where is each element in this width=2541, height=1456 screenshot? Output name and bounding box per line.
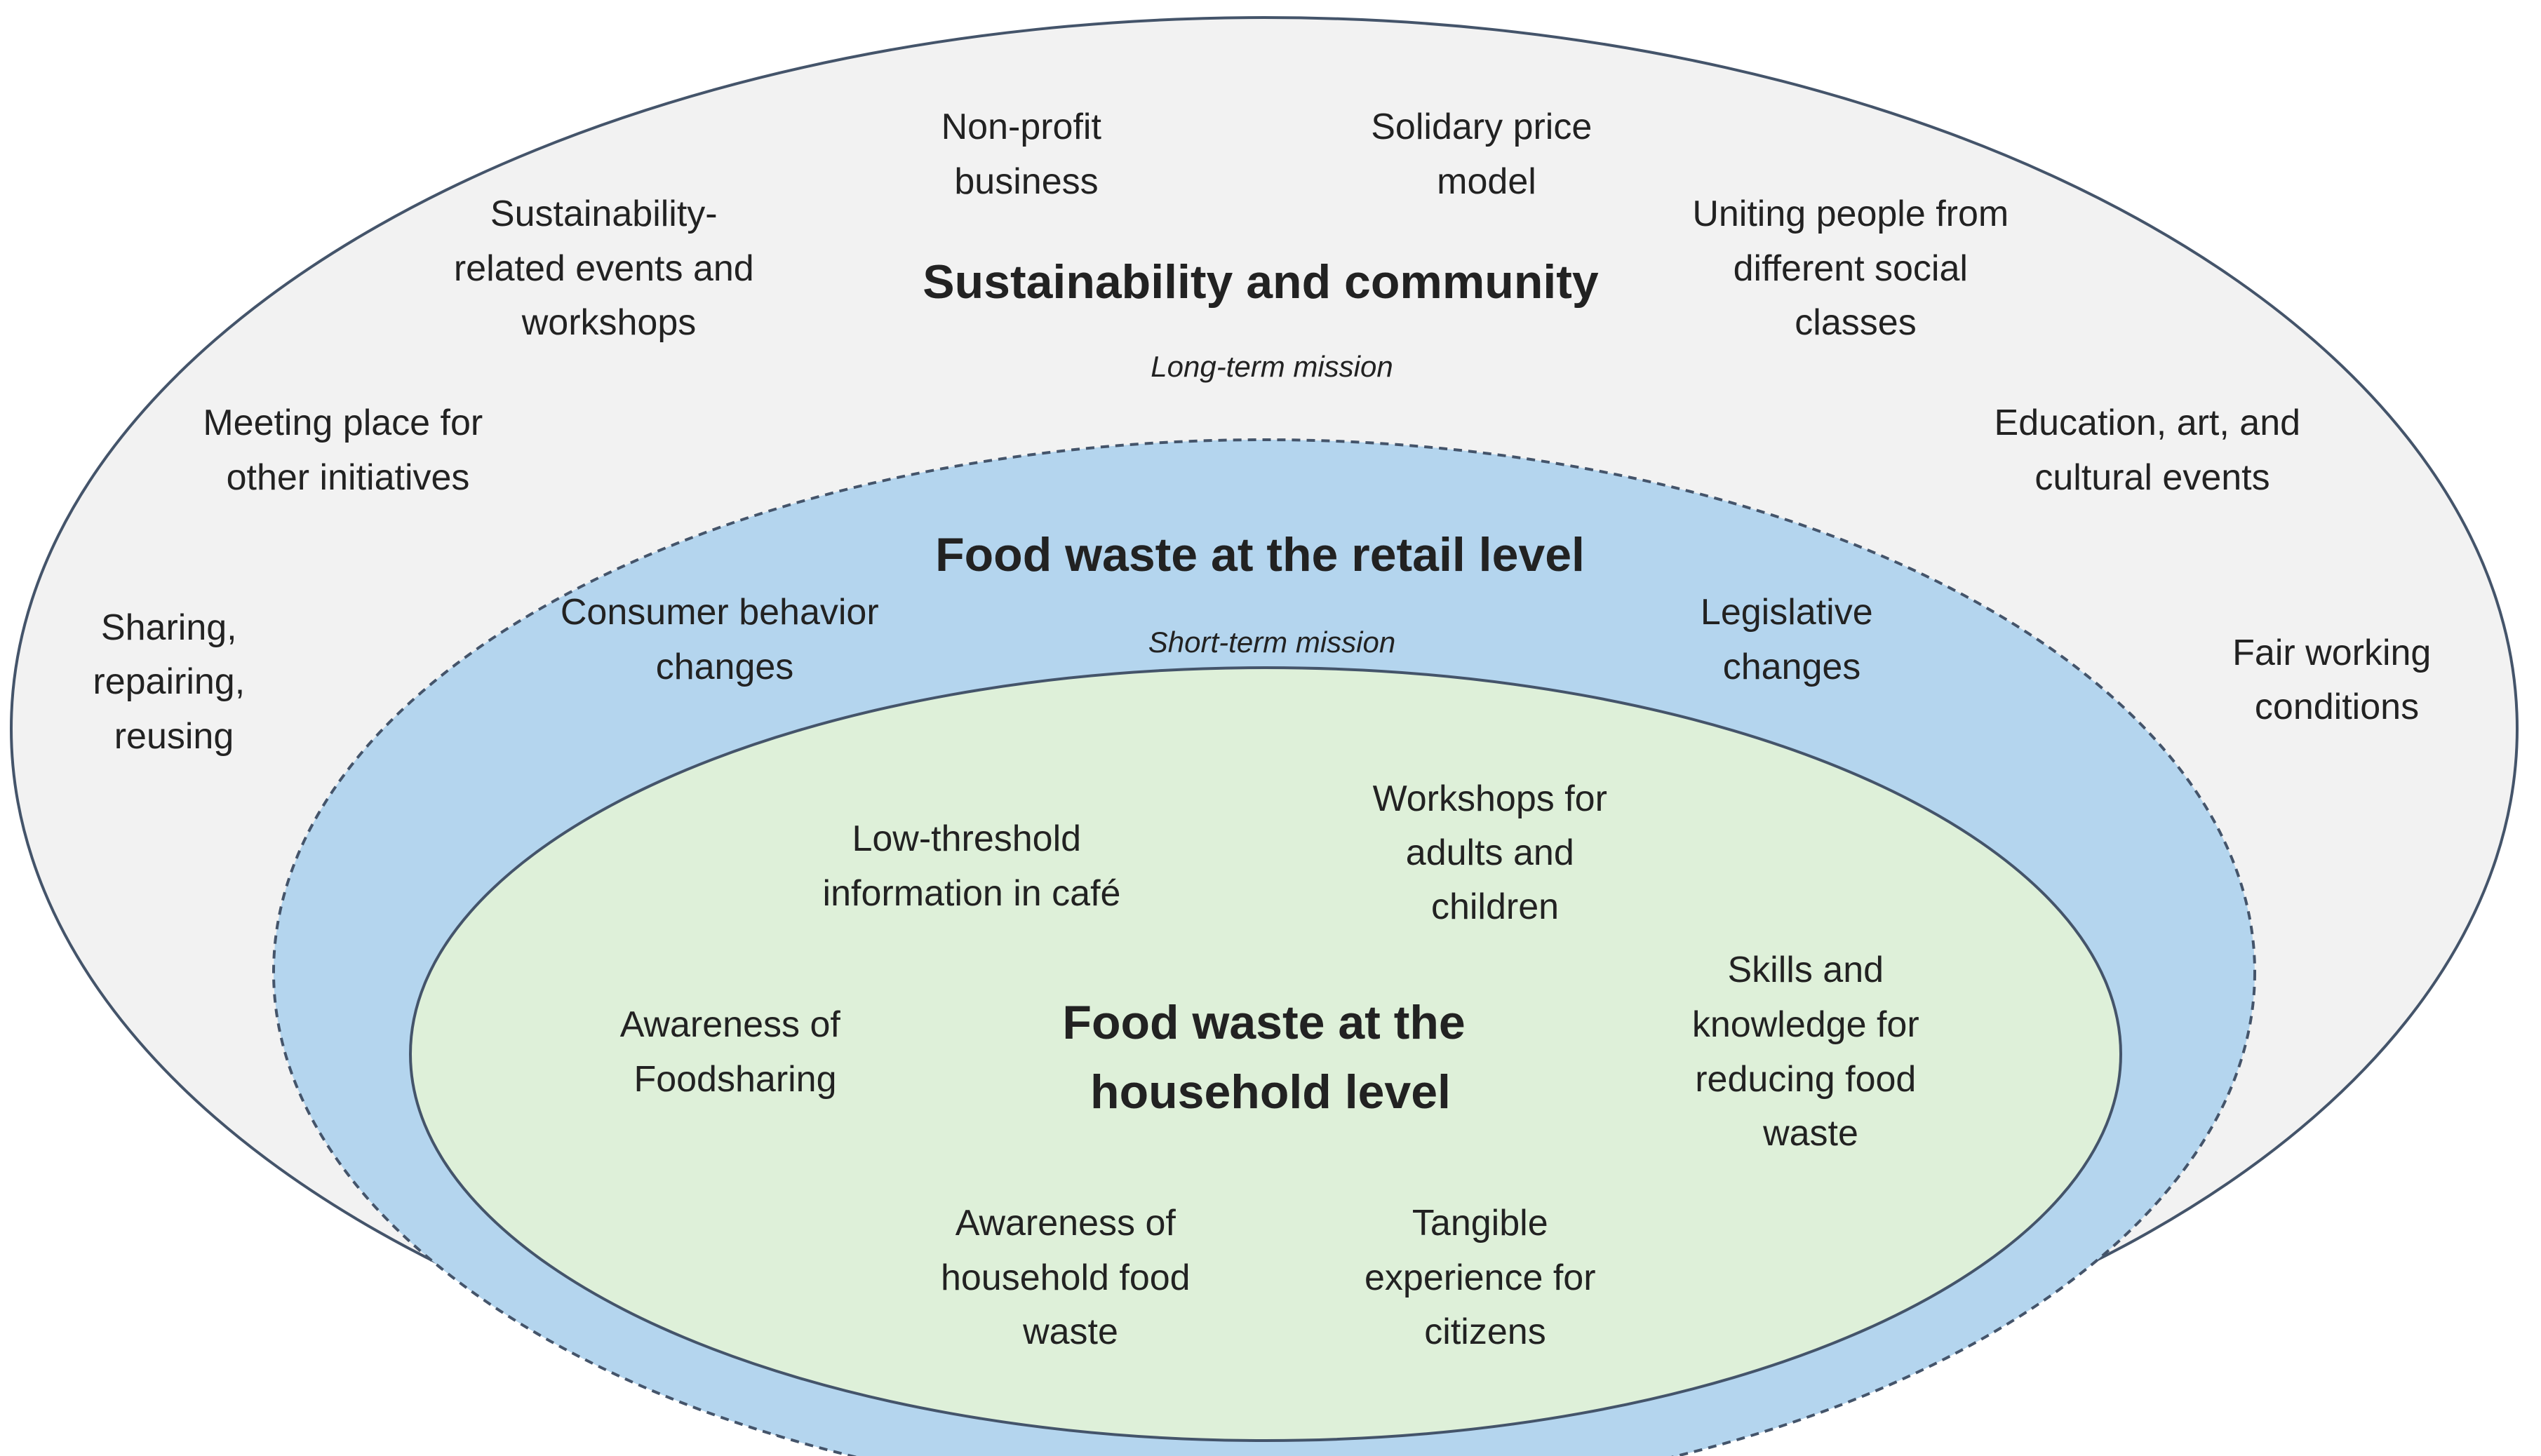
item-skills-knowledge: Skills and knowledge for reducing food w… — [1692, 950, 1929, 1154]
item-meeting-place: Meeting place for other initiatives — [203, 403, 492, 498]
item-legislative: Legislative changes — [1701, 592, 1883, 687]
inner-title: Food waste at the household level — [1062, 996, 1478, 1119]
long-term-mission-label: Long-term mission — [1151, 350, 1393, 383]
item-solidary-price: Solidary price model — [1371, 107, 1602, 202]
item-sharing-repairing: Sharing, repairing, reusing — [93, 607, 255, 757]
item-awareness-household: Awareness of household food waste — [941, 1203, 1200, 1352]
item-consumer-behavior: Consumer behavior changes — [561, 592, 889, 687]
item-workshops-adults: Workshops for adults and children — [1373, 778, 1618, 927]
item-fair-working: Fair working conditions — [2232, 633, 2441, 727]
item-non-profit: Non-profit business — [941, 107, 1112, 202]
inner-title-line-1: Food waste at the — [1062, 996, 1465, 1049]
inner-title-line-2: household level — [1090, 1065, 1451, 1119]
item-education-art: Education, art, and cultural events — [1994, 403, 2311, 498]
item-awareness-foodsharing: Awareness of Foodsharing — [620, 1004, 851, 1100]
outer-title: Sustainability and community — [923, 255, 1599, 309]
inner-ellipse-household — [409, 666, 2122, 1442]
item-sustainability-events: Sustainability- related events and works… — [454, 194, 764, 343]
item-tangible-experience: Tangible experience for citizens — [1365, 1203, 1606, 1352]
item-low-threshold: Low-threshold information in café — [823, 818, 1121, 914]
short-term-mission-label: Short-term mission — [1148, 626, 1395, 659]
item-uniting-people: Uniting people from different social cla… — [1692, 194, 2018, 343]
middle-title: Food waste at the retail level — [935, 528, 1585, 581]
